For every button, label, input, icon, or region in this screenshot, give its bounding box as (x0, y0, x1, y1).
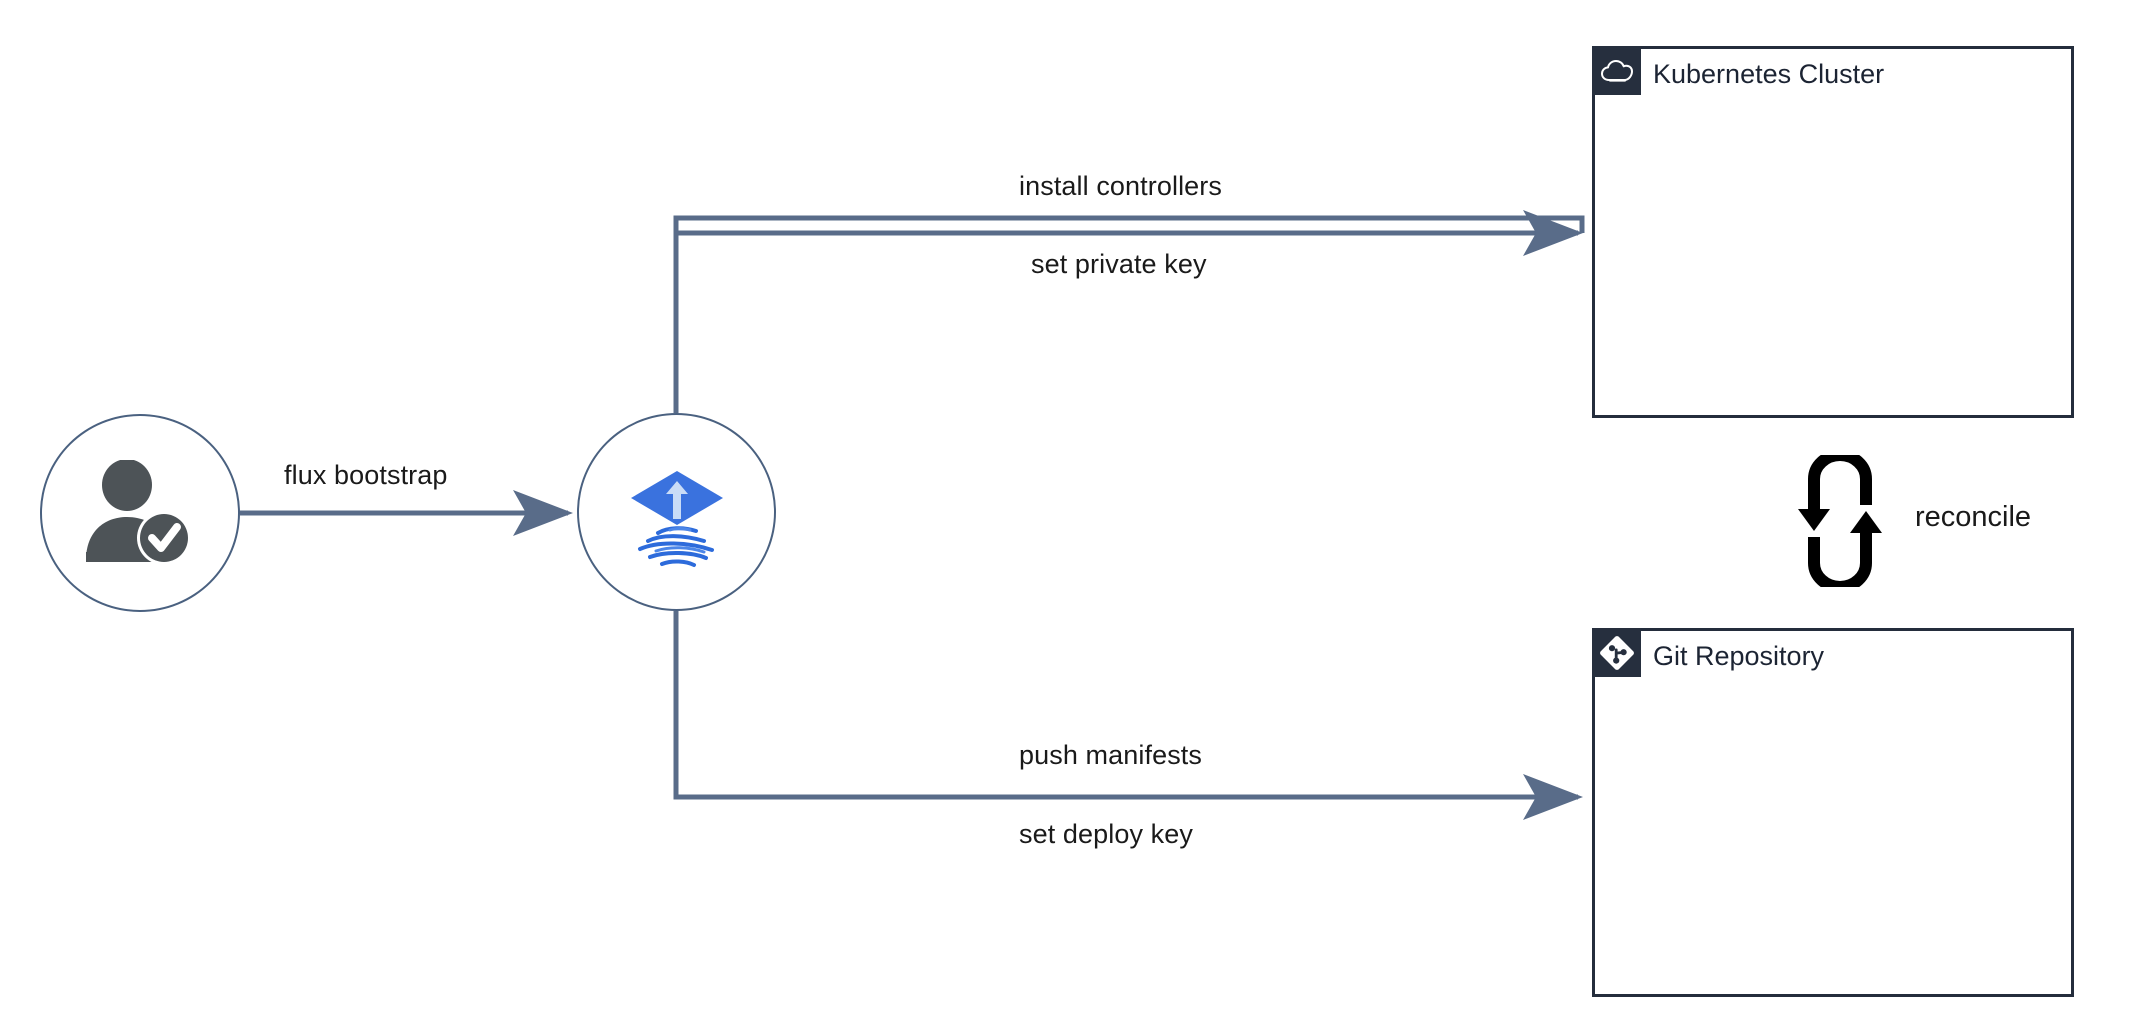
edge-install-controllers-path (673, 210, 1583, 413)
container-kubernetes-cluster[interactable]: Kubernetes Cluster (1592, 46, 2074, 418)
cloud-icon-badge (1592, 46, 1641, 95)
git-icon (1599, 635, 1634, 670)
container-title-git-repository: Git Repository (1653, 641, 1825, 671)
edge-push-manifests-path (673, 611, 1583, 820)
edge-label-set-private-key: set private key (1031, 249, 1207, 279)
container-git-repository[interactable]: Git Repository clusters/production (1592, 628, 2074, 997)
container-title-kubernetes-cluster: Kubernetes Cluster (1653, 59, 1885, 89)
flux-logo-icon (630, 471, 723, 567)
edge-label-push-manifests: push manifests (1019, 740, 1202, 770)
edge-label-reconcile: reconcile (1915, 501, 2032, 533)
node-user[interactable] (40, 414, 240, 612)
reconcile-loop-icon (1798, 455, 1882, 587)
edge-label-install-controllers: install controllers (1019, 171, 1222, 201)
cloud-icon (1600, 59, 1633, 82)
git-icon-badge (1592, 628, 1641, 677)
node-flux[interactable] (577, 413, 776, 611)
edge-label-flux-bootstrap: flux bootstrap (284, 460, 448, 490)
user-verified-icon (86, 460, 191, 565)
edge-label-set-deploy-key: set deploy key (1019, 819, 1193, 849)
